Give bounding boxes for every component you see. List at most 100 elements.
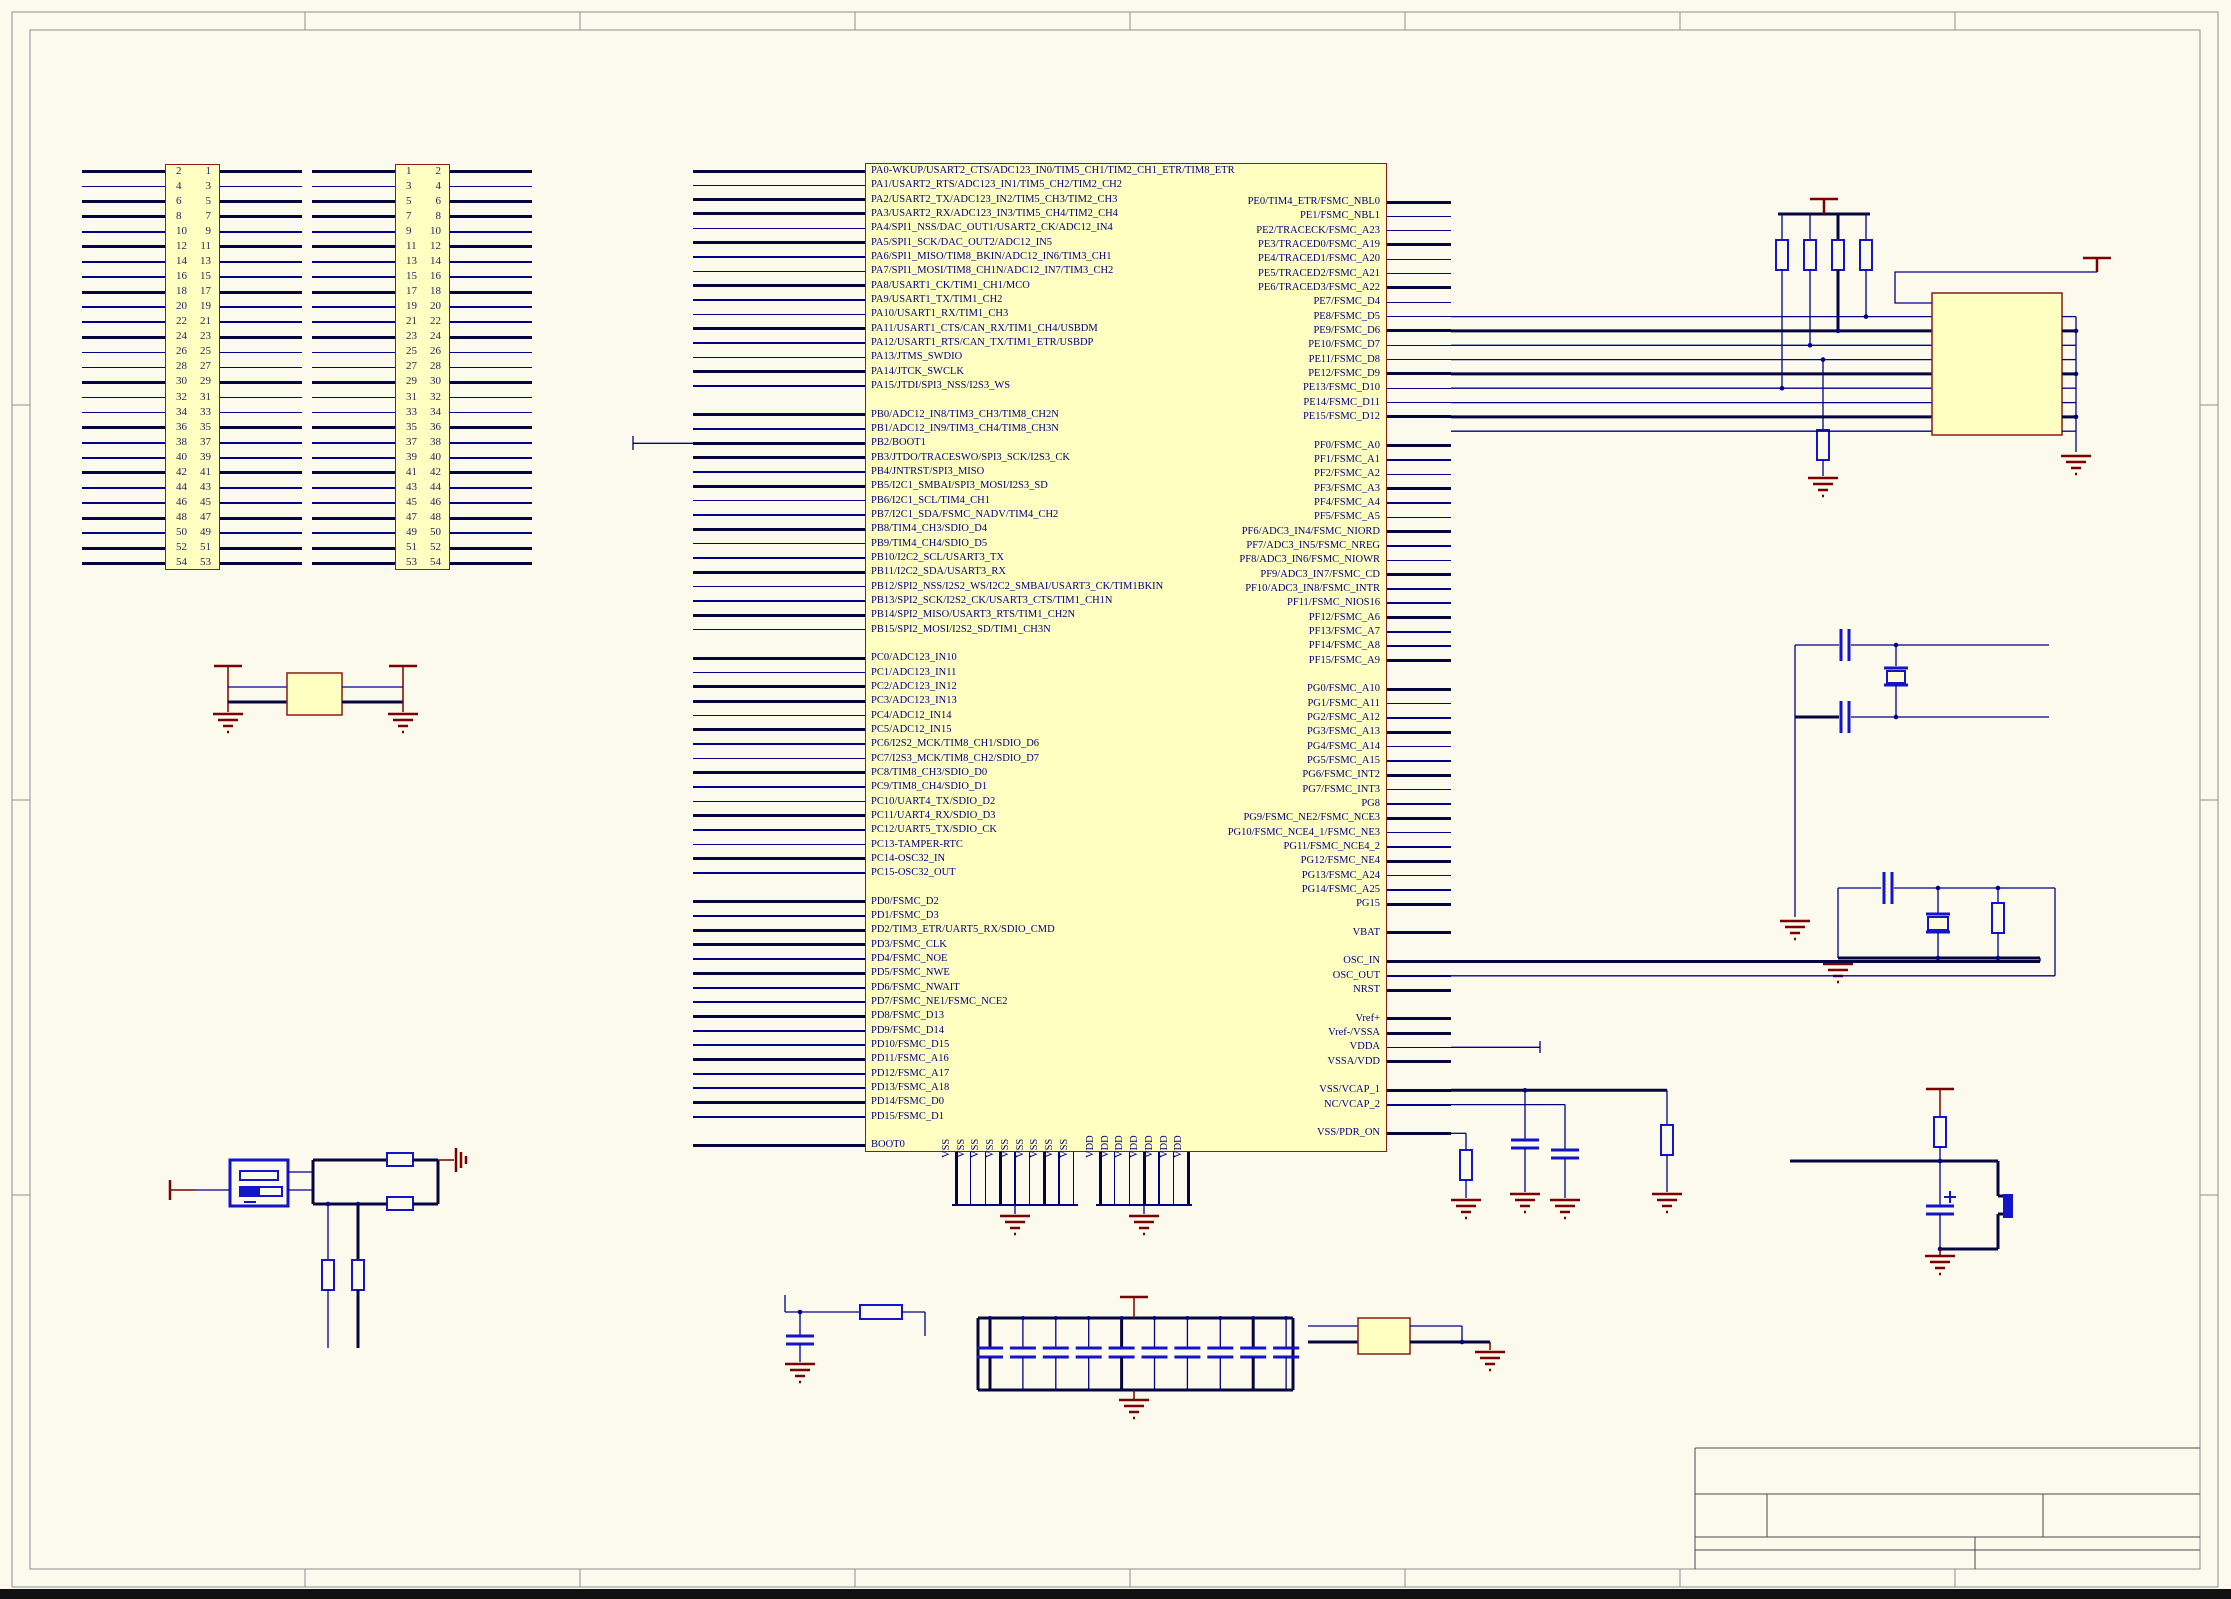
mcu-left-pin-wire	[693, 814, 865, 818]
mcu-left-pin-wire	[693, 987, 865, 989]
mcu-right-pin-wire	[1387, 372, 1451, 376]
pin-number: 1	[406, 164, 412, 177]
reset-circuit	[1790, 1087, 2013, 1276]
connector-2-right-wire	[450, 380, 532, 384]
connector-2-left-wire	[312, 487, 395, 489]
mcu-right-pin-label: PF4/FSMC_A4	[1314, 496, 1380, 508]
mcu-left-pin-label: PA13/JTMS_SWDIO	[871, 351, 963, 363]
mcu-right-pin-wire	[1387, 200, 1451, 204]
pin-number: 9	[205, 224, 212, 237]
vbat-filter-box	[211, 664, 420, 734]
pin-number: 24	[430, 330, 441, 343]
pin-number: 21	[200, 315, 211, 328]
connector-1-left-wire	[82, 231, 165, 233]
connector-1-right-wire	[220, 471, 302, 475]
mcu-left-pin-label: PD5/FSMC_NWE	[871, 967, 950, 979]
pin-number: 48	[176, 511, 187, 524]
connector-1-left-wire	[82, 200, 165, 204]
mcu-left-pin-wire	[693, 527, 865, 531]
pin-number: 3	[205, 179, 212, 192]
connector-2-left-wire	[312, 261, 395, 263]
mcu-left-pin-wire	[693, 829, 865, 831]
mcu-left-pin-wire	[693, 313, 865, 316]
sheet-bottom-bar	[0, 1589, 2231, 1599]
reset-button[interactable]	[2003, 1194, 2013, 1218]
pin-number: 38	[430, 435, 441, 448]
mcu-right-pin-label: PE9/FSMC_D6	[1313, 324, 1380, 336]
mcu-right-pin-wire	[1387, 745, 1451, 748]
mcu-vss-pin-wire	[954, 1152, 958, 1205]
connector-2-left-wire	[312, 245, 395, 249]
mcu-left-pin-label: PD9/FSMC_D14	[871, 1024, 944, 1036]
debug-connector-body[interactable]	[1931, 292, 2063, 436]
mcu-right-pin-label: PE8/FSMC_D5	[1313, 310, 1380, 322]
mcu-left-pin-wire	[693, 570, 865, 574]
mcu-left-pin-wire	[693, 184, 865, 187]
filter-component-body[interactable]	[1357, 1317, 1411, 1355]
pin-number: 12	[176, 239, 187, 252]
mcu-right-pin-label: VSS/VCAP_1	[1319, 1084, 1380, 1096]
pin-number: 52	[430, 541, 441, 554]
pin-number: 39	[200, 450, 211, 463]
mcu-left-pin-wire	[693, 671, 865, 674]
mcu-right-pin-label: PF5/FSMC_A5	[1314, 511, 1380, 523]
mcu-right-pin-label: NC/VCAP_2	[1323, 1098, 1380, 1110]
pin-number: 46	[176, 496, 187, 509]
mcu-left-pin-wire	[693, 585, 865, 588]
connector-2-left-wire	[312, 561, 395, 565]
connector-2-left-wire	[312, 396, 395, 399]
mcu-right-pin-wire	[1387, 387, 1451, 390]
pin-number: 30	[430, 375, 441, 388]
boot-switch[interactable]	[228, 1158, 290, 1208]
mcu-left-pin-label: PC12/UART5_TX/SDIO_CK	[871, 824, 997, 836]
mcu-left-pin-wire	[693, 241, 865, 245]
mcu-right-pin-label: PE3/TRACED0/FSMC_A19	[1258, 238, 1380, 250]
pin-number: 19	[200, 300, 211, 313]
decoupling-capacitor	[1009, 1316, 1036, 1390]
mcu-right-pin-wire	[1387, 258, 1451, 261]
mcu-left-pin-label: PD12/FSMC_A17	[871, 1067, 950, 1079]
mcu-left-pin-label: PD14/FSMC_D0	[871, 1096, 944, 1108]
mcu-right-pin-wire	[1387, 1060, 1451, 1064]
connector-1-right-wire	[220, 290, 302, 294]
connector-1-left-wire	[82, 261, 165, 263]
mcu-right-pin-wire	[1387, 846, 1451, 848]
mcu-left-pin-label: PD7/FSMC_NE1/FSMC_NCE2	[871, 996, 1008, 1008]
mcu-right-pin-wire	[1387, 959, 1451, 963]
osc32-crystal-circuit	[1778, 629, 2049, 941]
filter-component-body[interactable]	[286, 672, 343, 716]
mcu-right-pin-label: PE11/FSMC_D8	[1308, 353, 1380, 365]
pin-number: 28	[430, 360, 441, 373]
mcu-vdd-label: VDD	[1099, 1135, 1111, 1158]
resistor	[1775, 239, 1789, 271]
mcu-right-pin-wire	[1387, 487, 1451, 491]
pin-number: 49	[200, 526, 211, 539]
pin-number: 16	[176, 269, 187, 282]
pin-number: 7	[205, 209, 212, 222]
pin-number: 33	[406, 405, 417, 418]
decoupling-capacitor	[977, 1316, 1003, 1390]
mcu-right-pin-label: PE10/FSMC_D7	[1308, 339, 1380, 351]
mcu-vdd-pin-wire	[1172, 1152, 1175, 1205]
mcu-vss-label: VSS	[1058, 1138, 1070, 1158]
connector-2-right-wire	[450, 546, 532, 550]
mcu-vss-pin-wire	[969, 1152, 972, 1205]
mcu-vss-pin-wire	[1042, 1152, 1046, 1205]
mcu-right-pin-label: PF13/FSMC_A7	[1308, 625, 1380, 637]
mcu-right-pin-label: PE13/FSMC_D10	[1302, 382, 1380, 394]
pin-number: 50	[430, 526, 441, 539]
mcu-left-pin-label: PC15-OSC32_OUT	[871, 867, 956, 879]
connector-1-right-wire	[220, 276, 302, 278]
mcu-right-pin-wire	[1387, 760, 1451, 762]
connector-2-right-wire	[450, 276, 532, 278]
pin-number: 53	[406, 556, 417, 569]
